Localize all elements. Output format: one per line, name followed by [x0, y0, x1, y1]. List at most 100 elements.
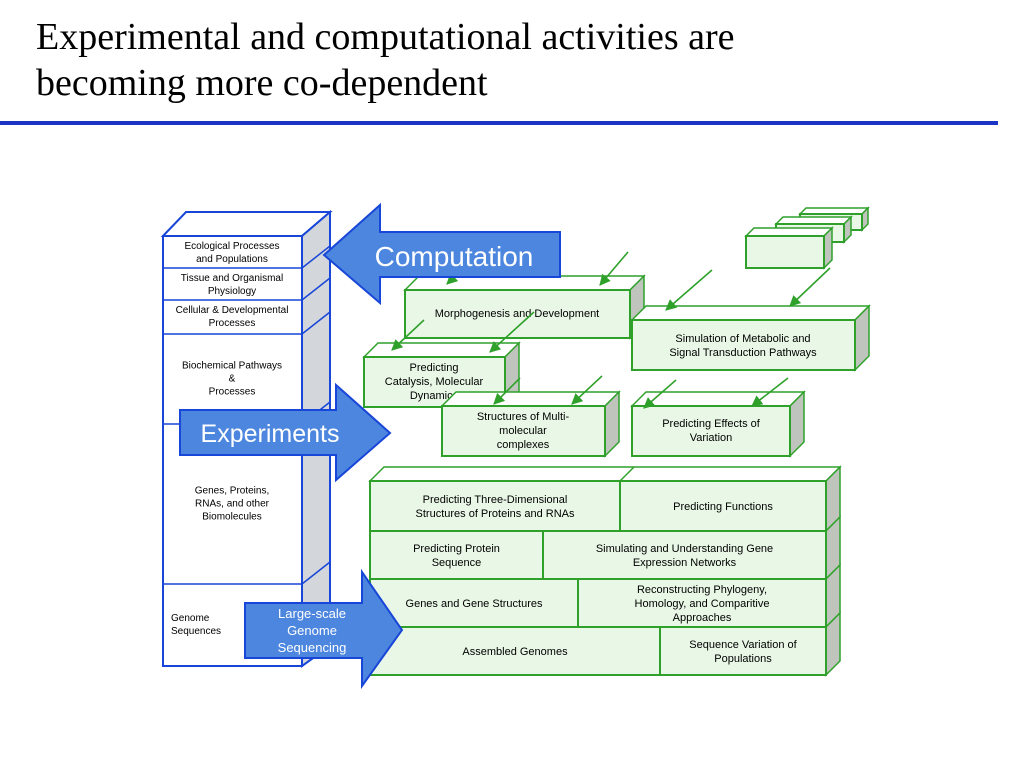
sequencing-arrow: Large-scale Genome Sequencing — [244, 568, 404, 690]
green-arrow — [751, 377, 789, 407]
catalysis-label-line-3: Dynamics — [410, 390, 459, 402]
small-block-1-side — [823, 226, 833, 270]
green-arrow — [665, 269, 713, 311]
sequencing-label-line-3: Sequencing — [278, 640, 347, 655]
slide-title: Experimental and computational activitie… — [36, 14, 996, 106]
stack-level-2-line-2: Physiology — [208, 286, 256, 297]
green-arrow — [571, 375, 603, 405]
green-arrow — [599, 251, 629, 286]
computation-arrow: Computation — [322, 202, 561, 306]
title-rule — [0, 121, 998, 125]
block-morphogenesis-top — [403, 275, 646, 291]
title-line-2: becoming more co-dependent — [36, 62, 488, 104]
stack-level-3-line-2: Processes — [209, 318, 256, 329]
small-block-1-top — [744, 227, 834, 237]
cell-phylogeny-line-2: Homology, and Comparitive — [635, 598, 770, 610]
cell-phylogeny-line-3: Approaches — [673, 612, 732, 624]
stack-divider-edge — [301, 561, 331, 585]
cell-phylogeny-box — [577, 578, 827, 628]
base-top-face — [368, 466, 842, 482]
block-morphogenesis: Morphogenesis and Development — [403, 274, 646, 340]
cell-three-d-structures-line-2: Structures of Proteins and RNAs — [416, 508, 575, 520]
application-blocks: Morphogenesis and DevelopmentSimulation … — [362, 206, 871, 677]
cell-assembled-genomes-line-1: Assembled Genomes — [462, 646, 568, 658]
cell-gene-expression-networks-line-1: Simulating and Understanding Gene — [596, 543, 773, 555]
cell-gene-expression-networks: Simulating and Understanding GeneExpress… — [542, 530, 827, 580]
stack-divider-edge — [301, 277, 331, 301]
small-block-2-top — [774, 216, 853, 225]
stack-level-1-line-2: and Populations — [196, 254, 268, 265]
stack-level-5-line-2: RNAs, and other — [195, 499, 270, 510]
experiments-label: Experiments — [201, 420, 340, 448]
stack-level-5-line-3: Biomolecules — [202, 512, 261, 523]
green-arrows — [391, 251, 831, 409]
metabolic-label-line-2: Signal Transduction Pathways — [669, 347, 817, 359]
cell-three-d-structures-line-1: Predicting Three-Dimensional — [423, 494, 568, 506]
green-arrow — [789, 267, 831, 307]
green-arrow — [493, 377, 521, 405]
cell-assembled-genomes: Assembled Genomes — [369, 626, 661, 676]
green-arrow — [391, 319, 425, 351]
cell-three-d-structures-box — [369, 480, 621, 532]
stack-level-6-line-2: Sequences — [171, 626, 221, 637]
cell-assembled-genomes-box — [369, 626, 661, 676]
cell-sequence-variation-box — [659, 626, 827, 676]
cell-sequence-variation: Sequence Variation of Populations — [659, 626, 827, 676]
title-line-1: Experimental and computational activitie… — [36, 16, 735, 58]
small-block-1 — [744, 226, 834, 270]
cell-phylogeny-line-1: Reconstructing Phylogeny, — [637, 584, 767, 596]
sequencing-label-line-1: Large-scale — [278, 606, 346, 621]
experiments-arrow: Experiments — [179, 382, 392, 483]
stack-level-4-line-3: Processes — [209, 387, 256, 398]
stack-level-1: Ecological Processes and Populations — [184, 241, 279, 265]
green-arrow — [489, 311, 535, 353]
cell-predicting-functions: Predicting Functions — [619, 480, 827, 532]
cell-protein-sequence-box — [369, 530, 544, 580]
stack-level-3-line-1: Cellular & Developmental — [176, 305, 289, 316]
block-variation-effects-front — [631, 405, 791, 457]
stack-level-5: Genes, Proteins, RNAs, and otherBiomolecu… — [195, 486, 270, 523]
multimolecular-label-line-1: Structures of Multi- — [477, 411, 570, 423]
stack-level-5-line-1: Genes, Proteins, — [195, 486, 269, 497]
multimolecular-label-line-3: complexes — [497, 439, 550, 451]
morphogenesis-label-line-1: Morphogenesis and Development — [435, 308, 600, 320]
cell-gene-structures-line-1: Genes and Gene Structures — [406, 598, 543, 610]
stack-level-2-line-1: Tissue and Organismal — [181, 273, 283, 284]
stack-divider-edge — [301, 245, 331, 269]
stack-level-4-line-1: Biochemical Pathways — [182, 361, 282, 372]
cell-gene-expression-networks-box — [542, 530, 827, 580]
stack-level-4: Biochemical Pathways&Processes — [182, 361, 282, 398]
cell-gene-structures: Genes and Gene Structures — [369, 578, 579, 628]
variation-effects-label-line-1: Predicting Effects of — [662, 418, 761, 430]
small-block-1-front — [745, 235, 825, 269]
catalysis-label-line-2: Catalysis, Molecular — [385, 376, 484, 388]
stack-level-6-line-1: Genome — [171, 613, 210, 624]
cell-sequence-variation-line-2: Populations — [714, 653, 772, 665]
cell-phylogeny: Reconstructing Phylogeny, Homology, and C… — [577, 578, 827, 628]
catalysis-label-line-1: Predicting — [410, 362, 459, 374]
stack-level-1-line-1: Ecological Processes — [184, 241, 279, 252]
metabolic-label-line-1: Simulation of Metabolic and — [675, 333, 810, 345]
block-multimolecular: Structures of Multi-molecular complexes — [440, 390, 621, 458]
cell-gene-expression-networks-line-2: Expression Networks — [633, 557, 737, 569]
block-multimolecular-top — [440, 391, 621, 407]
block-predicting-catalysis-top — [362, 342, 521, 358]
cell-predicting-functions-line-1: Predicting Functions — [673, 501, 773, 513]
block-metabolic-simulation-front — [631, 319, 856, 371]
computation-label: Computation — [375, 241, 534, 272]
cell-sequence-variation-line-1: Sequence Variation of — [689, 639, 797, 651]
cell-protein-sequence-line-2: Sequence — [432, 557, 482, 569]
multimolecular-label-line-2: molecular — [499, 425, 547, 437]
cell-protein-sequence-line-1: Predicting Protein — [413, 543, 500, 555]
green-arrow — [643, 379, 677, 409]
stack-divider-edge — [301, 311, 331, 335]
